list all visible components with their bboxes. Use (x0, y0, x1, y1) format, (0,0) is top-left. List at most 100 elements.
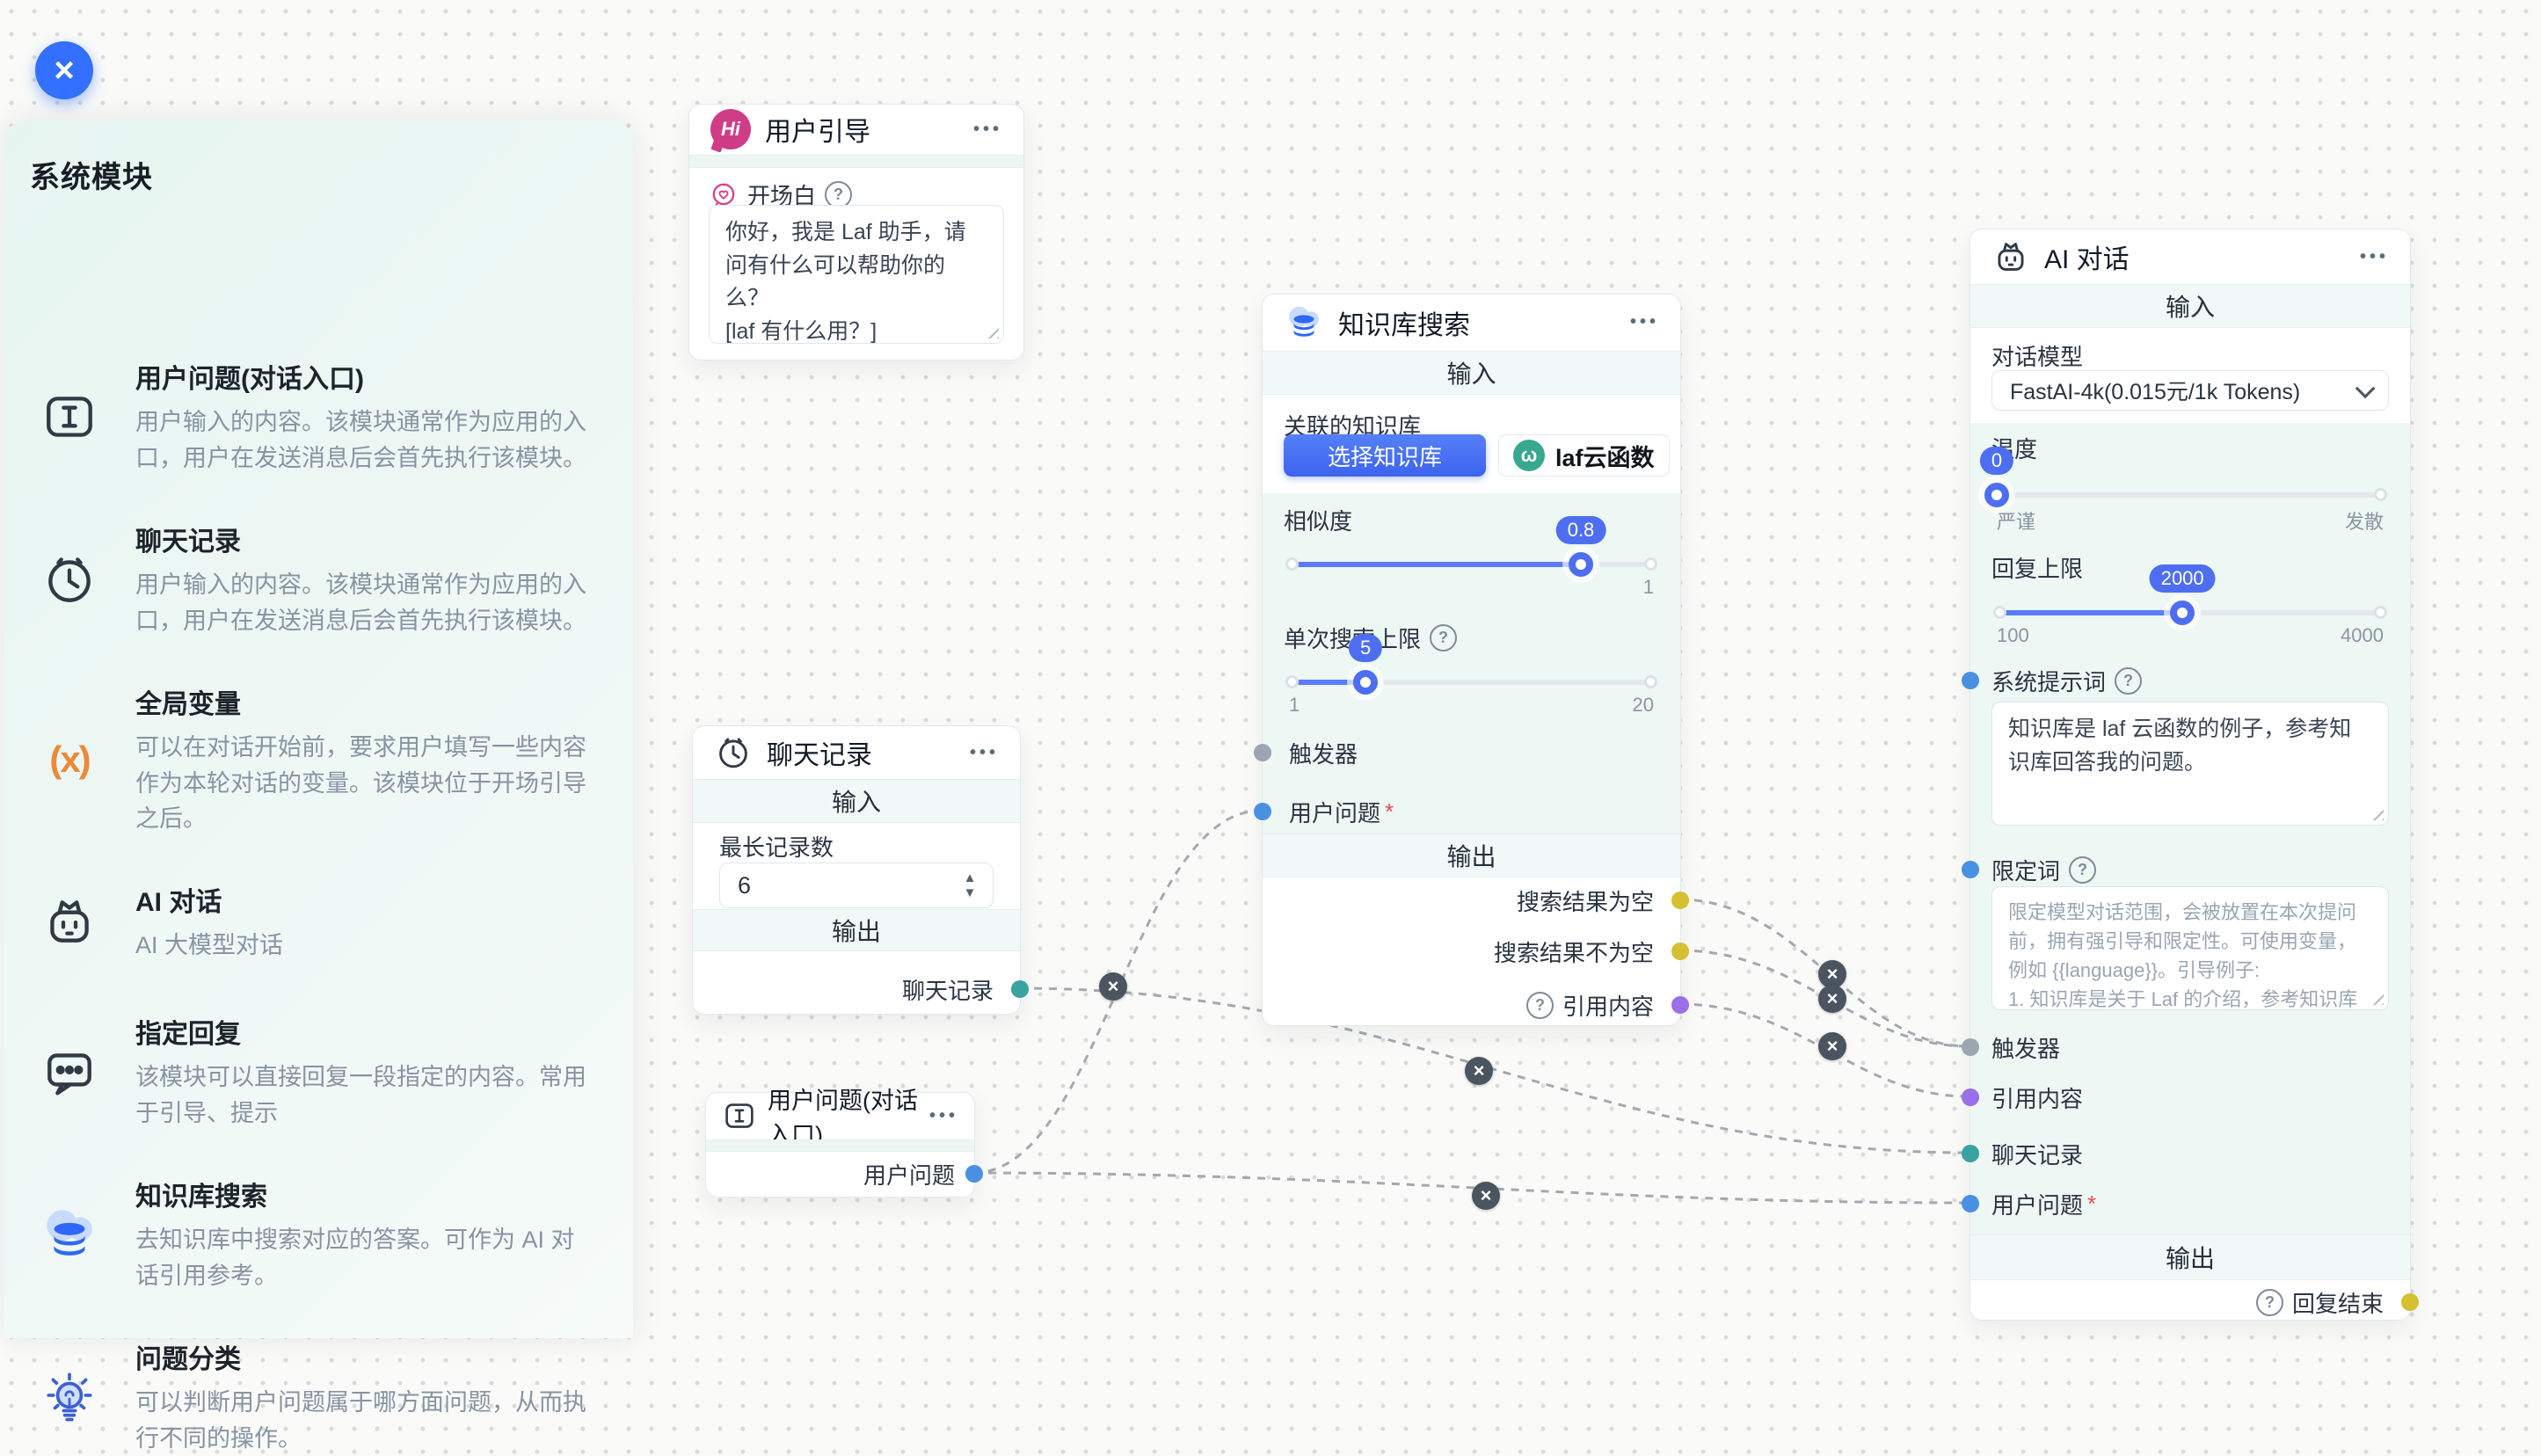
port-quote-in[interactable] (1962, 1088, 1979, 1106)
sidebar-item-desc: 用户输入的内容。该模块通常作为应用的入口，用户在发送消息后会首先执行该模块。 (135, 409, 586, 471)
node-question-entry[interactable]: 用户问题(对话入口) ••• 用户问题 (705, 1088, 983, 1198)
edge-delete-icon[interactable]: × (1465, 1057, 1493, 1085)
sidebar-item-user-question[interactable]: 用户问题(对话入口) 用户输入的内容。该模块通常作为应用的入口，用户在发送消息后… (4, 357, 633, 476)
node-title: 知识库搜索 (1338, 310, 1470, 340)
input-row-trigger: 触发器 (1254, 729, 1680, 776)
hi-avatar-icon: Hi (710, 109, 751, 149)
sidebar-title: 系统模块 (30, 161, 153, 194)
max-records-input[interactable]: ▲▼ (719, 863, 994, 908)
node-menu-button[interactable]: ••• (969, 742, 999, 762)
port-question-in[interactable] (1962, 1195, 1979, 1212)
sidebar-item-question-classify[interactable]: 问题分类 可以判断用户问题属于哪方面问题，从而执行不同的操作。 (4, 1337, 633, 1456)
edge-delete-icon[interactable]: × (1818, 1032, 1846, 1060)
model-select[interactable]: FastAI-4k(0.015元/1k Tokens) (1991, 370, 2389, 411)
port-finish-out[interactable] (2401, 1293, 2419, 1311)
select-kb-button[interactable]: 选择知识库 (1284, 434, 1486, 477)
port-question-in[interactable] (1254, 803, 1271, 820)
port-history-in[interactable] (1962, 1145, 1979, 1162)
slider-handle[interactable] (1569, 552, 1593, 577)
output-row-quote: ? 引用内容 (1263, 981, 1689, 1029)
module-sidebar: 系统模块 用户问题(对话入口) 用户输入的内容。该模块通常作为应用的入口，用户在… (4, 120, 633, 1452)
port-system-prompt-in[interactable] (1962, 672, 1979, 689)
input-row-question: 用户问题* (1962, 1180, 2410, 1227)
port-trigger-in[interactable] (1254, 744, 1271, 761)
node-header[interactable]: 用户问题(对话入口) ••• (706, 1088, 974, 1148)
input-row-limit-word: 限定词 ? (1962, 846, 2410, 893)
robot-icon (1998, 243, 2024, 271)
port-quote-out[interactable] (1671, 996, 1689, 1014)
help-icon[interactable]: ? (1525, 991, 1554, 1019)
sidebar-item-desc: 去知识库中搜索对应的答案。可作为 AI 对话引用参考。 (135, 1227, 575, 1289)
input-row-history: 聊天记录 (1962, 1130, 2410, 1177)
input-row-question: 用户问题* (1254, 788, 1680, 835)
step-down-icon[interactable]: ▼ (963, 885, 977, 900)
clock-icon (4, 550, 135, 608)
close-panel-button[interactable]: × (35, 41, 93, 99)
port-limit-word-in[interactable] (1962, 861, 1979, 878)
trigger-label: 触发器 (1289, 740, 1358, 768)
slider-max-label: 发散 (2344, 511, 2384, 533)
slider-handle[interactable] (1353, 670, 1379, 695)
help-icon[interactable]: ? (2069, 855, 2097, 884)
node-header[interactable]: AI 对话 ••• (1970, 229, 2410, 284)
sidebar-item-desc: 该模块可以直接回复一段指定的内容。常用于引导、提示 (135, 1064, 586, 1126)
node-title: 用户问题(对话入口) (768, 1088, 918, 1148)
port-empty-out[interactable] (1671, 892, 1689, 909)
node-menu-button[interactable]: ••• (972, 119, 1002, 139)
sidebar-item-fixed-reply[interactable]: 指定回复 该模块可以直接回复一段指定的内容。常用于引导、提示 (4, 1012, 633, 1131)
node-chat-history[interactable]: 聊天记录 ••• 输入 最长记录数 ▲▼ 输出 聊天记录 (692, 725, 1029, 1015)
slider-value-badge: 0.8 (1555, 516, 1606, 544)
port-not-empty-out[interactable] (1671, 943, 1689, 960)
help-icon[interactable]: ? (2255, 1288, 2283, 1316)
node-header[interactable]: 聊天记录 ••• (693, 726, 1020, 779)
sidebar-item-kb-search[interactable]: 知识库搜索 去知识库中搜索对应的答案。可作为 AI 对话引用参考。 (4, 1175, 633, 1293)
help-icon[interactable]: ? (2115, 666, 2143, 695)
sidebar-item-global-variable[interactable]: (x) 全局变量 可以在对话开始前，要求用户填写一些内容作为本轮对话的变量。该模… (4, 682, 633, 837)
text-cursor-icon (725, 1103, 754, 1128)
quote-label: 引用内容 (1991, 1085, 2084, 1112)
similarity-slider[interactable]: 0.8 1 (1285, 516, 1657, 598)
node-header[interactable]: 知识库搜索 ••• (1263, 295, 1680, 350)
node-header-divider (706, 1139, 974, 1152)
slider-max-label: 20 (1632, 694, 1654, 716)
question-label: 用户问题 (1289, 799, 1381, 826)
max-records-value[interactable] (720, 870, 947, 900)
limit-word-textarea[interactable] (1991, 886, 2389, 1010)
node-ai-chat[interactable]: AI 对话 ••• 输入 对话模型 FastAI-4k(0.015元/1k To… (1962, 229, 2419, 1321)
slider-handle[interactable] (2170, 601, 2195, 625)
node-title: AI 对话 (2044, 245, 2130, 274)
number-stepper[interactable]: ▲▼ (947, 871, 993, 899)
output-label: 聊天记录 (901, 977, 994, 1004)
slider-value-badge: 2000 (2149, 564, 2216, 593)
node-kb-search[interactable]: 知识库搜索 ••• 输入 关联的知识库 选择知识库 ω laf云函数 相似度 0… (1254, 294, 1689, 1029)
node-menu-button[interactable]: ••• (2359, 246, 2389, 266)
output-section-bar: 输出 (693, 909, 1020, 951)
dataset-chip-label: laf云函数 (1555, 444, 1655, 471)
node-user-guide[interactable]: Hi 用户引导 ••• 开场白 ? 你好，我是 Laf 助手，请问有什么可以帮助… (688, 104, 1024, 360)
dataset-chip[interactable]: ω laf云函数 (1498, 434, 1670, 477)
port-question-out[interactable] (965, 1165, 983, 1183)
system-prompt-textarea[interactable]: 知识库是 laf 云函数的例子，参考知识库回答我的问题。 (1991, 702, 2389, 826)
edge-delete-icon[interactable]: × (1099, 972, 1127, 1001)
max-tokens-slider[interactable]: 2000 100 4000 (1993, 564, 2387, 646)
node-menu-button[interactable]: ••• (1629, 312, 1659, 331)
sidebar-item-chat-history[interactable]: 聊天记录 用户输入的内容。该模块通常作为应用的入口，用户在发送消息后会首先执行该… (4, 520, 633, 638)
help-icon[interactable]: ? (1430, 624, 1458, 652)
opening-textarea[interactable]: 你好，我是 Laf 助手，请问有什么可以帮助你的么？ [laf 有什么用？] [… (709, 205, 1004, 344)
trigger-label: 触发器 (1991, 1035, 2061, 1062)
temperature-slider[interactable]: 0 严谨 发散 (1979, 447, 2387, 533)
step-up-icon[interactable]: ▲ (963, 870, 977, 885)
sidebar-item-desc: 可以判断用户问题属于哪方面问题，从而执行不同的操作。 (135, 1389, 586, 1452)
edge-delete-icon[interactable]: × (1472, 1182, 1500, 1210)
node-header[interactable]: Hi 用户引导 ••• (689, 105, 1023, 154)
port-trigger-in[interactable] (1962, 1038, 1979, 1056)
slider-handle[interactable] (1984, 483, 2009, 507)
sidebar-item-title: AI 对话 (135, 888, 222, 917)
node-menu-button[interactable]: ••• (928, 1105, 958, 1125)
port-history-out[interactable] (1011, 980, 1029, 998)
output-row-finish: ? 回复结束 (1970, 1278, 2419, 1326)
sidebar-item-ai-chat[interactable]: AI 对话 AI 大模型对话 (4, 880, 633, 964)
edge-delete-icon[interactable]: × (1818, 985, 1846, 1013)
node-title: 聊天记录 (767, 741, 872, 770)
search-limit-slider[interactable]: 5 1 20 (1285, 634, 1657, 716)
